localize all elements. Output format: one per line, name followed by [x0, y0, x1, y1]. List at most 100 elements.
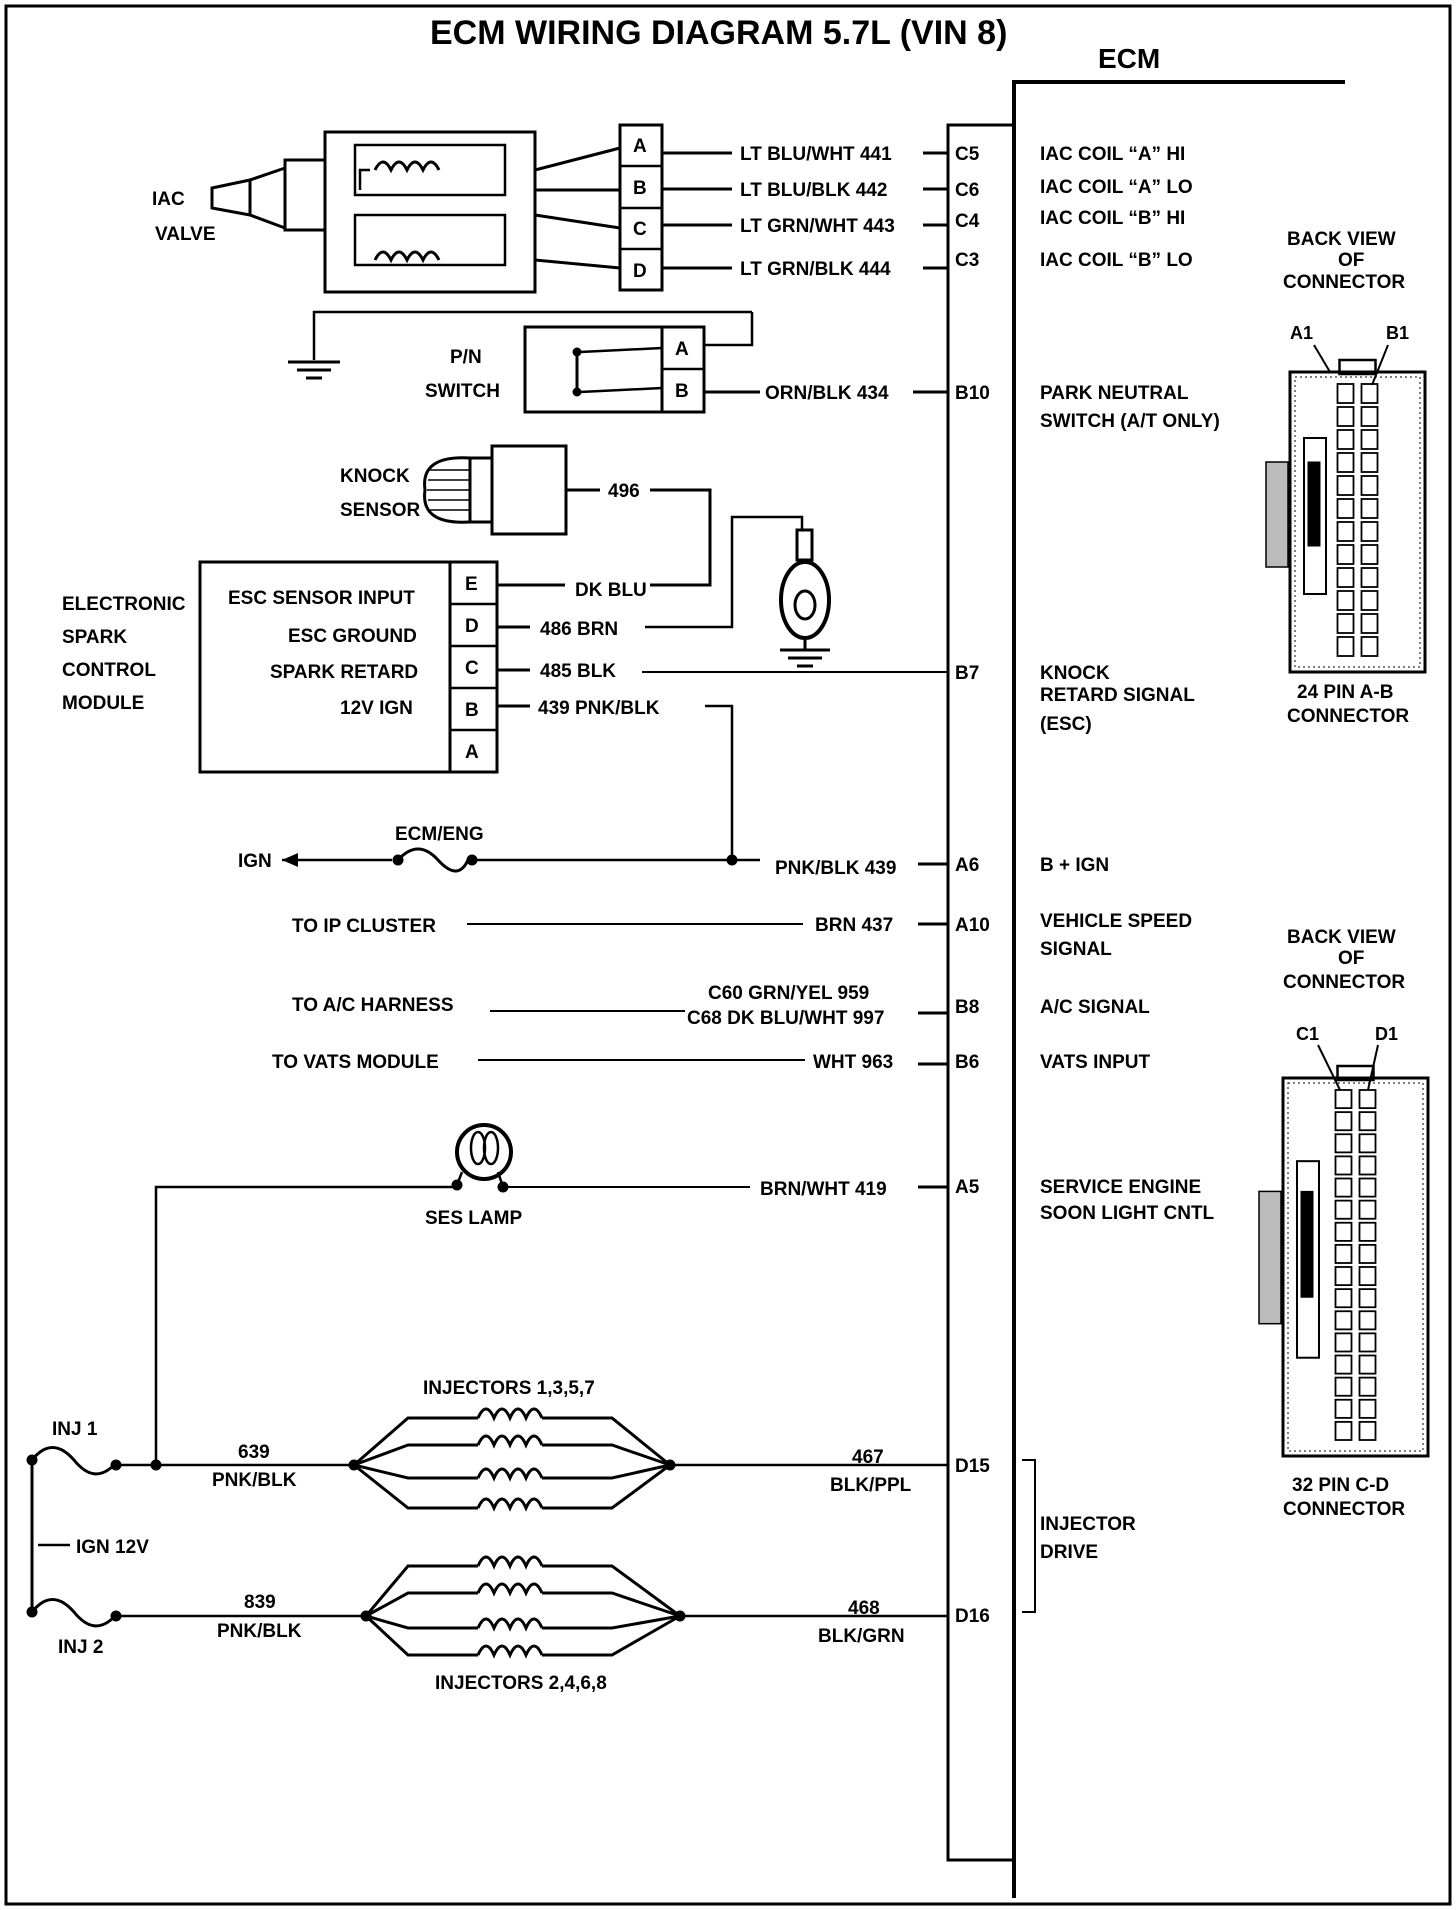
pin-a5: A5 [955, 1177, 980, 1198]
inj1-label: INJ 1 [52, 1419, 98, 1440]
connector-cavity [1334, 1398, 1353, 1419]
wire-label-486: 486 BRN [540, 619, 618, 640]
func-iac-b-lo: IAC COIL “B” LO [1040, 250, 1193, 271]
wire-439-esc [705, 704, 734, 860]
func-park-neutral: PARK NEUTRAL [1040, 383, 1189, 404]
esc-module-label-3: CONTROL [62, 660, 156, 681]
injectors-1357-bank [348, 1407, 676, 1512]
func-iac-a-hi: IAC COIL “A” HI [1040, 144, 1185, 165]
connector-cavity [1336, 452, 1355, 473]
wire-label-443: LT GRN/WHT 443 [740, 216, 895, 237]
iac-label-1: IAC [152, 189, 185, 210]
connector-cavity [1360, 406, 1379, 427]
knock-sensor [423, 444, 568, 536]
ecm-connector-strip [946, 123, 1016, 1862]
diagram-title: ECM WIRING DIAGRAM 5.7L (VIN 8) [430, 14, 1007, 52]
connector-cavity [1336, 383, 1355, 404]
wire-label-839: 839 [244, 1592, 276, 1613]
esc-input-retard: SPARK RETARD [270, 662, 418, 683]
pin-c3: C3 [955, 250, 979, 271]
connector-cavity [1358, 1221, 1377, 1242]
connector-cavity [1334, 1155, 1353, 1176]
wire-label-441: LT BLU/WHT 441 [740, 144, 892, 165]
esc-terminal-b: B [465, 700, 479, 721]
pin-b7: B7 [955, 663, 979, 684]
connector-cavity [1334, 1354, 1353, 1375]
conn-ab-pin-a1: A1 [1290, 323, 1313, 343]
esc-terminal-e: E [465, 574, 478, 595]
wire-label-839-color: PNK/BLK [217, 1621, 302, 1642]
injector-drive-bracket [1022, 1459, 1036, 1613]
esc-input-sensor: ESC SENSOR INPUT [228, 588, 415, 609]
connector-cavity [1334, 1089, 1353, 1110]
conn-cd-back-view: BACK VIEW [1287, 927, 1396, 948]
pin-b6: B6 [955, 1052, 979, 1073]
wire-label-963: WHT 963 [813, 1052, 893, 1073]
wire-label-467: 467 [852, 1447, 884, 1468]
injector-coil [476, 1644, 544, 1659]
connector-cavity [1360, 452, 1379, 473]
wire-label-442: LT BLU/BLK 442 [740, 180, 887, 201]
iac-label-2: VALVE [155, 224, 216, 245]
connector-clip [1265, 461, 1289, 568]
connector-cavity [1358, 1420, 1377, 1441]
connector-cavity [1334, 1243, 1353, 1264]
inj2-label: INJ 2 [58, 1637, 103, 1658]
connector-cavity [1336, 590, 1355, 611]
injector-node [360, 1610, 372, 1622]
connector-cavity [1358, 1398, 1377, 1419]
pn-switch-body [523, 325, 664, 414]
wire-label-444: LT GRN/BLK 444 [740, 259, 891, 280]
pin-b8: B8 [955, 997, 979, 1018]
func-vehicle-speed: VEHICLE SPEED [1040, 911, 1192, 932]
conn-cd-pin-d1: D1 [1375, 1024, 1398, 1044]
connector-ab-body [1265, 358, 1427, 674]
connector-cavity [1334, 1133, 1353, 1154]
func-esc: (ESC) [1040, 714, 1092, 735]
connector-cavity [1358, 1310, 1377, 1331]
connector-cavity [1336, 498, 1355, 519]
connector-cavity [1336, 613, 1355, 634]
connector-cavity [1358, 1376, 1377, 1397]
conn-ab-pin-b1-marker [1371, 344, 1389, 386]
pn-label-1: P/N [450, 347, 482, 368]
esc-input-ground: ESC GROUND [288, 626, 417, 647]
ac-label: TO A/C HARNESS [292, 995, 454, 1016]
wire-ses-feed [154, 1185, 457, 1465]
conn-ab-name: 24 PIN A-B [1297, 682, 1393, 703]
injectors-2468-bank [360, 1555, 686, 1659]
connector-cavity [1334, 1221, 1353, 1242]
pn-terminal-a: A [675, 339, 689, 360]
connector-cavity [1358, 1111, 1377, 1132]
iac-terminal-a: A [633, 136, 647, 157]
connector-cavity [1360, 544, 1379, 565]
pin-b10: B10 [955, 383, 990, 404]
wire-label-959: C60 GRN/YEL 959 [708, 983, 869, 1004]
ign-label: IGN [238, 851, 272, 872]
conn-cd-pin-c1: C1 [1296, 1024, 1319, 1044]
connector-cavity [1360, 521, 1379, 542]
injector-coil [476, 1407, 544, 1422]
wire-label-496: 496 [608, 481, 640, 502]
esc-module-label-4: MODULE [62, 693, 144, 714]
connector-cavity [1334, 1266, 1353, 1287]
conn-cd-connector: CONNECTOR [1283, 972, 1405, 993]
func-iac-b-hi: IAC COIL “B” HI [1040, 208, 1185, 229]
pin-d15: D15 [955, 1456, 990, 1477]
conn-ab-name-2: CONNECTOR [1287, 706, 1409, 727]
connector-cavity [1334, 1332, 1353, 1353]
injector-coil [476, 1617, 544, 1632]
connector-cavity [1336, 636, 1355, 657]
pn-label-2: SWITCH [425, 381, 500, 402]
connector-cavity [1334, 1310, 1353, 1331]
wire-496 [650, 488, 712, 587]
esc-terminal-a: A [465, 742, 479, 763]
wire-label-468-color: BLK/GRN [818, 1626, 905, 1647]
connector-cavity [1334, 1111, 1353, 1132]
connector-cavity [1334, 1376, 1353, 1397]
connector-cavity [1358, 1243, 1377, 1264]
injector-coil [476, 1555, 544, 1570]
connector-cavity [1360, 475, 1379, 496]
wire-label-639: 639 [238, 1442, 270, 1463]
